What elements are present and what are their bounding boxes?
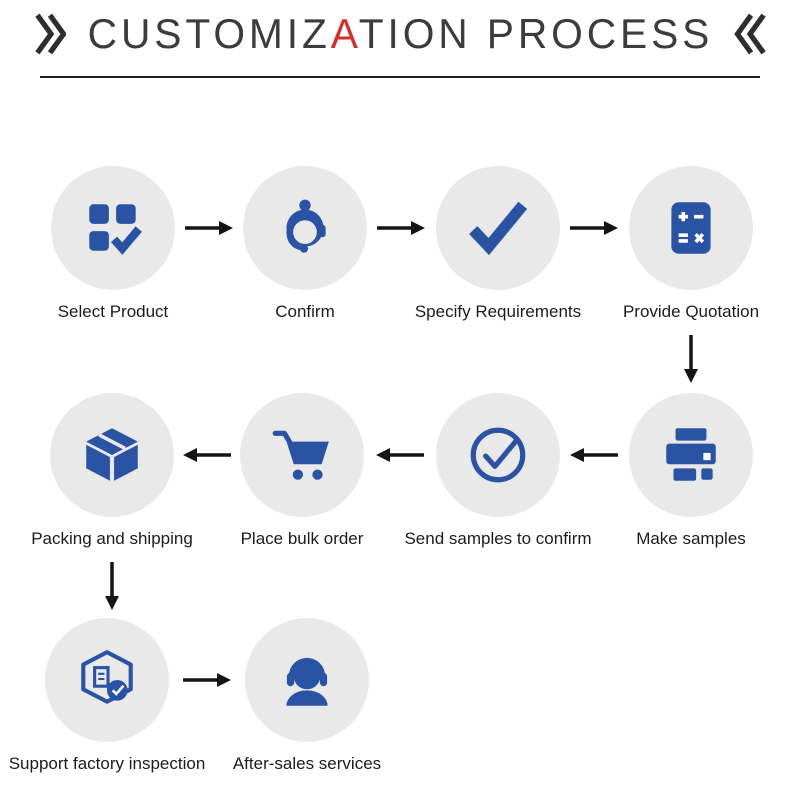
step-label: Place bulk order [240, 529, 364, 548]
arrow-right-icon [377, 221, 425, 235]
arrow-left-icon [376, 448, 424, 462]
title-text: CUSTOMIZATION PROCESS [87, 10, 713, 58]
step-support-factory-inspection: Support factory inspection [7, 618, 207, 775]
step-after-sales-services: After-sales services [207, 618, 407, 775]
double-chevron-left-icon [734, 13, 767, 55]
arrow-right-icon [183, 673, 231, 687]
step-packing-and-shipping: Packing and shipping [12, 393, 212, 550]
title-part1: CUSTOMIZ [87, 10, 331, 57]
step-circle [629, 393, 753, 517]
step-specify-requirements: Specify Requirements [398, 166, 598, 323]
step-circle [240, 393, 364, 517]
calculator-icon [671, 202, 711, 254]
arrow-right-icon [185, 221, 233, 235]
step-place-bulk-order: Place bulk order [202, 393, 402, 550]
step-confirm: Confirm [205, 166, 405, 323]
step-label: Provide Quotation [622, 302, 760, 321]
page-title: CUSTOMIZATION PROCESS [0, 10, 800, 58]
step-label: After-sales services [232, 754, 382, 773]
arrow-down-icon [684, 335, 698, 383]
step-label: Select Product [57, 302, 169, 321]
printer-icon [666, 428, 716, 481]
checkmark-icon [469, 201, 528, 256]
step-circle [436, 166, 560, 290]
title-divider [40, 76, 760, 78]
step-circle [245, 618, 369, 742]
shopping-cart-icon [272, 430, 329, 480]
step-circle [50, 393, 174, 517]
product-grid-icon [89, 204, 142, 255]
arrow-right-icon [570, 221, 618, 235]
step-label: Specify Requirements [414, 302, 582, 321]
customer-service-agent-icon [286, 199, 326, 253]
step-circle [51, 166, 175, 290]
step-provide-quotation: Provide Quotation [591, 166, 791, 323]
step-circle [45, 618, 169, 742]
arrow-down-icon [105, 562, 119, 610]
title-part2: TION PROCESS [358, 10, 713, 57]
step-send-samples-to-confirm: Send samples to confirm [398, 393, 598, 550]
shipping-box-icon [86, 428, 138, 481]
title-accent-letter: A [330, 10, 359, 57]
step-make-samples: Make samples [591, 393, 791, 550]
step-circle [436, 393, 560, 517]
step-label: Support factory inspection [8, 754, 206, 773]
double-chevron-right-icon [34, 13, 66, 55]
arrow-left-icon [183, 448, 231, 462]
step-circle [243, 166, 367, 290]
step-label: Confirm [275, 302, 335, 321]
step-label: Make samples [636, 529, 746, 548]
step-select-product: Select Product [13, 166, 213, 323]
step-circle [629, 166, 753, 290]
circle-check-icon [470, 427, 526, 483]
factory-inspection-badge-icon [81, 650, 133, 704]
arrow-left-icon [570, 448, 618, 462]
step-label: Send samples to confirm [404, 529, 592, 548]
headset-person-icon [286, 657, 328, 706]
step-label: Packing and shipping [31, 529, 193, 548]
